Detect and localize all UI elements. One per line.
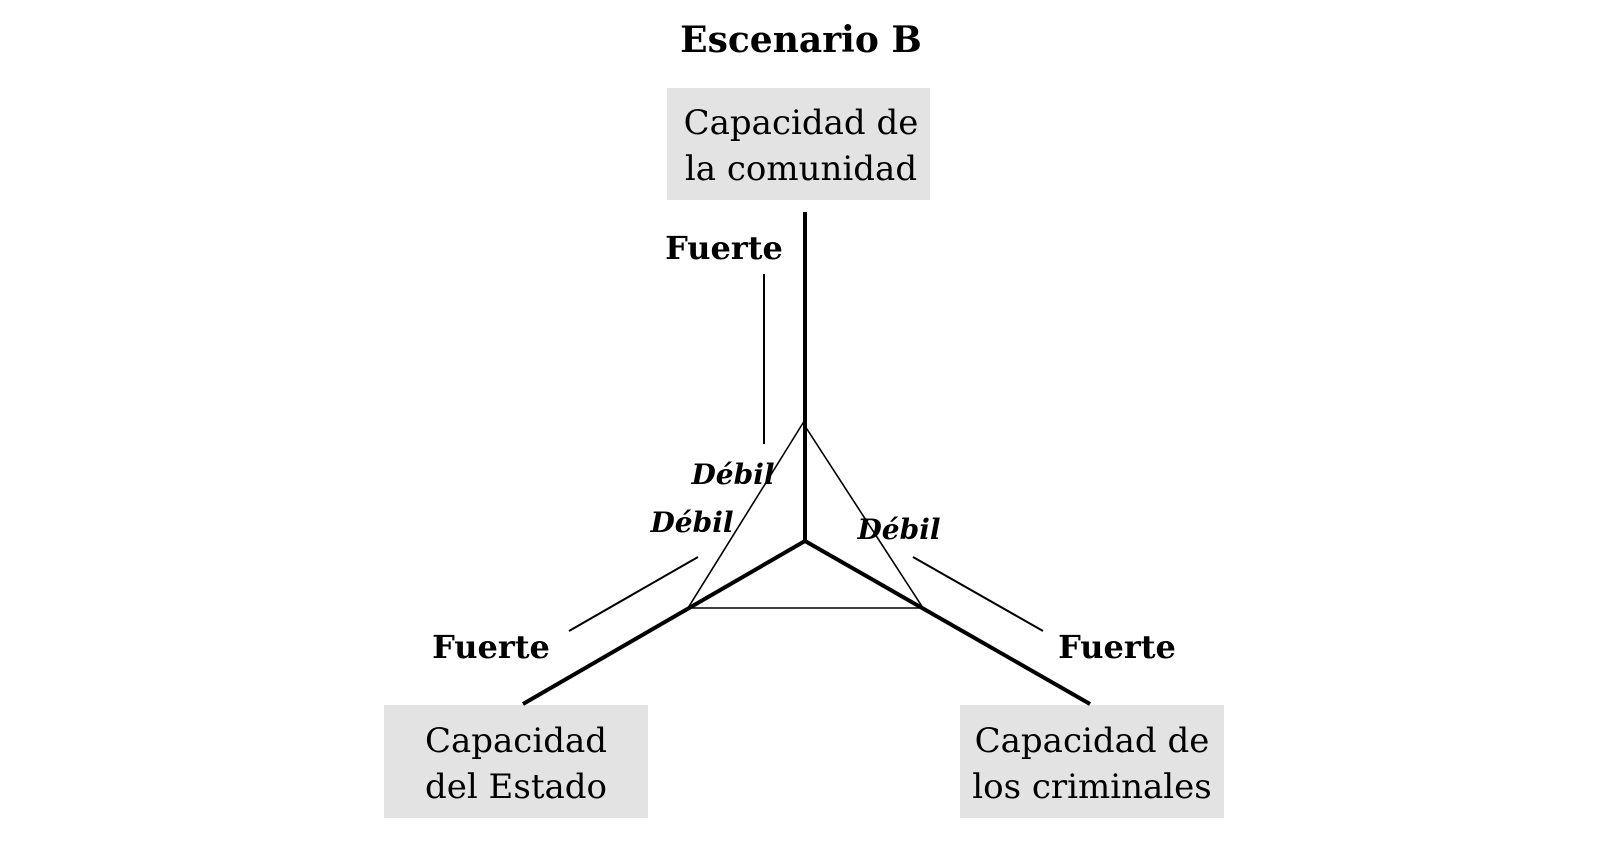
community-weak-label: Débil [691, 458, 775, 491]
criminal-capacity-label-line-2: los criminales [972, 767, 1212, 807]
state-weak-label: Débil [650, 506, 734, 539]
criminal-weak-label: Débil [857, 513, 941, 546]
criminal-strength-guide-line [912, 556, 1044, 632]
criminal-capacity-box: Capacidad de los criminales [960, 705, 1224, 818]
state-capacity-box: Capacidad del Estado [384, 705, 648, 818]
state-axis-line [521, 539, 807, 706]
criminal-strong-label: Fuerte [1058, 628, 1176, 666]
state-strength-guide-line [568, 556, 699, 632]
criminal-capacity-box-background [960, 705, 1224, 818]
state-capacity-label-line-2: del Estado [425, 767, 607, 807]
community-strong-label: Fuerte [665, 229, 783, 267]
criminal-axis-line [804, 539, 1091, 706]
state-strong-label: Fuerte [432, 628, 550, 666]
community-capacity-label-line-2: la comunidad [685, 149, 917, 189]
capacity-triangle [686, 421, 925, 609]
community-capacity-box: Capacidad de la comunidad [667, 88, 930, 200]
state-capacity-box-background [384, 705, 648, 818]
state-capacity-label-line-1: Capacidad [425, 721, 607, 761]
community-capacity-box-background [667, 88, 930, 200]
community-capacity-label-line-1: Capacidad de [684, 103, 919, 143]
diagram-title: Escenario B [680, 19, 922, 61]
criminal-capacity-label-line-1: Capacidad de [975, 721, 1210, 761]
